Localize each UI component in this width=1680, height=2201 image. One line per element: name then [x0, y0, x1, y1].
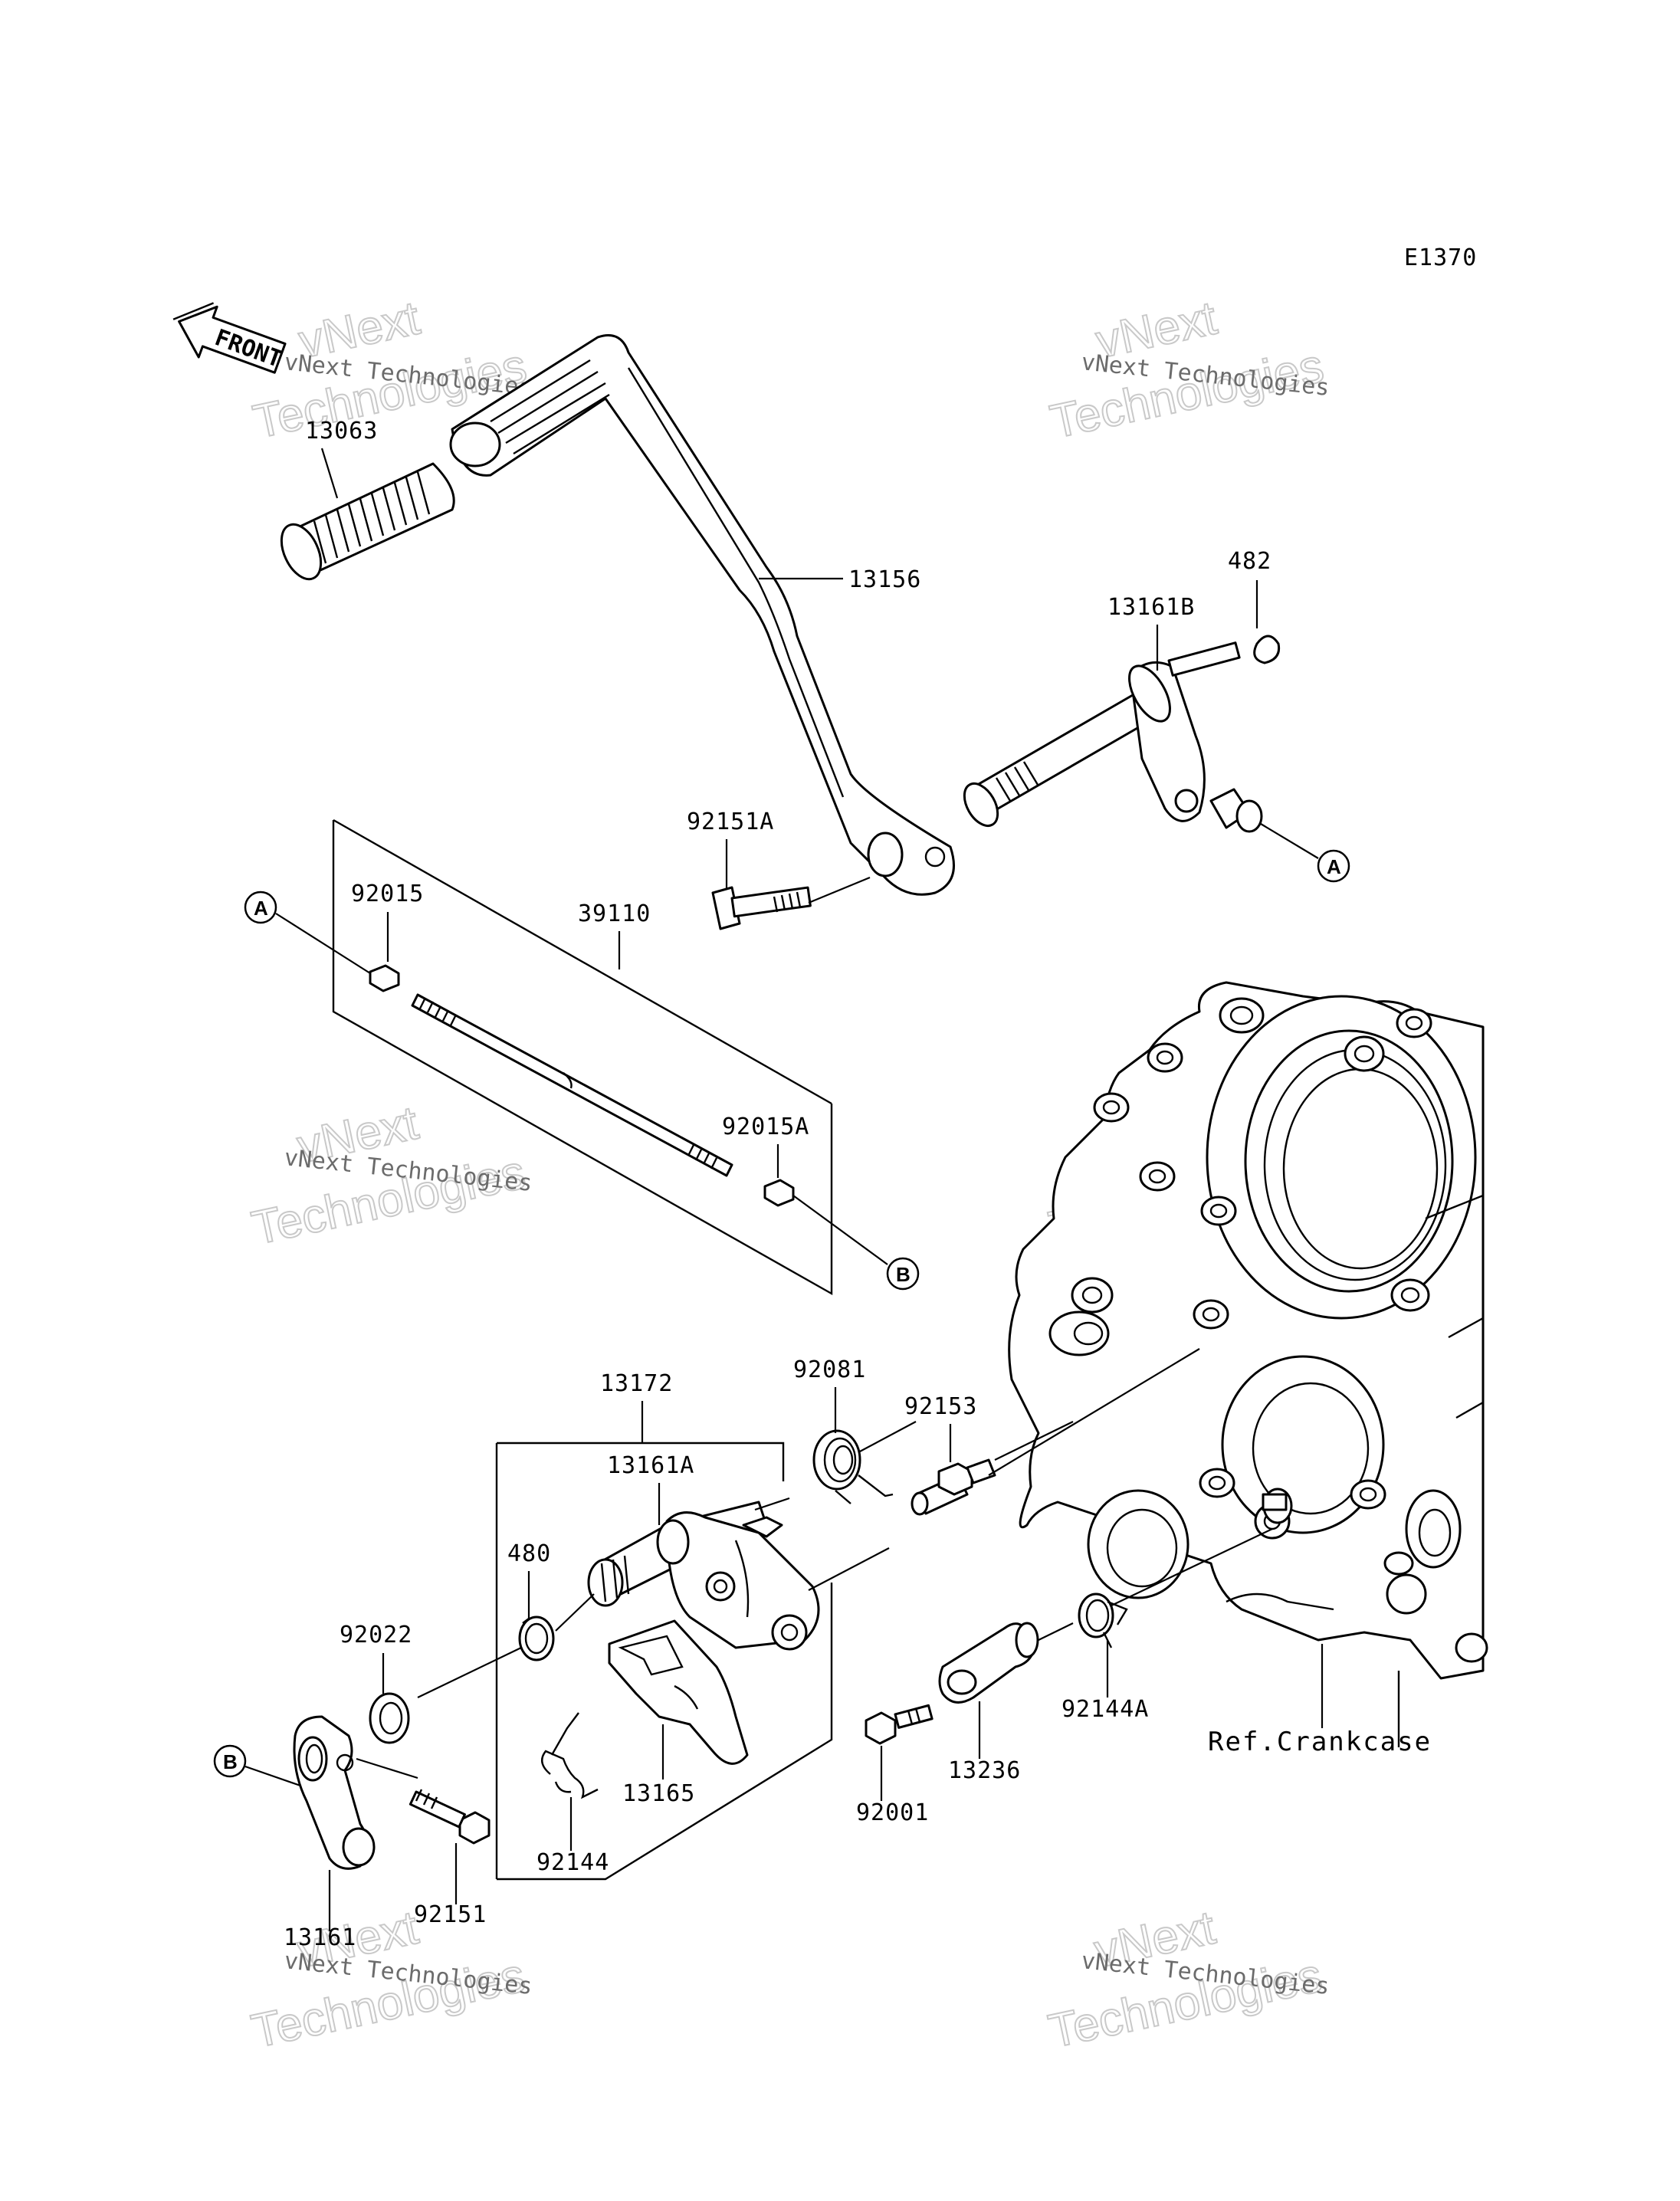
washer-92022 [369, 1692, 410, 1744]
svg-text:A: A [1327, 855, 1341, 878]
svg-text:A: A [254, 897, 268, 920]
part-label-92153: 92153 [904, 1393, 977, 1420]
svg-text:B: B [896, 1263, 911, 1286]
ratchet-pawl-13165 [608, 1619, 749, 1765]
part-label-13063: 13063 [305, 418, 378, 444]
part-label-13161B: 13161B [1107, 594, 1195, 621]
part-label-13156: 13156 [848, 566, 921, 593]
part-label-92151A: 92151A [687, 809, 774, 835]
assembly-box-13172 [495, 1442, 833, 1881]
front-arrow-icon: FRONT [172, 302, 287, 374]
tie-rod-box-39110 [332, 818, 833, 1296]
part-label-92144: 92144 [536, 1849, 609, 1876]
part-label-92015: 92015 [351, 881, 424, 907]
diagram-code: E1370 [1404, 244, 1477, 271]
part-label-13165: 13165 [622, 1780, 695, 1807]
part-label-92022: 92022 [340, 1622, 412, 1648]
ref-crankcase-label: Ref.Crankcase [1208, 1727, 1432, 1757]
part-label-13236: 13236 [948, 1757, 1021, 1784]
shift-shaft-13161A [587, 1501, 820, 1651]
shift-arm-13161 [293, 1715, 376, 1870]
shift-pedal-13156 [449, 334, 955, 896]
shift-lever-13236 [938, 1622, 1039, 1704]
bolt-92001 [865, 1704, 934, 1745]
callout-b-lower [213, 1744, 247, 1778]
part-label-480: 480 [507, 1540, 551, 1567]
part-label-13161: 13161 [284, 1924, 356, 1951]
part-label-92081: 92081 [793, 1356, 866, 1383]
nut-92015A [763, 1179, 795, 1207]
spring-92144 [541, 1712, 599, 1799]
callout-b-mid [886, 1257, 920, 1291]
callout-a-right [1317, 849, 1350, 883]
part-label-482: 482 [1228, 548, 1271, 575]
bolt-92151A [711, 886, 812, 930]
clip-482 [1253, 635, 1281, 664]
part-label-92001: 92001 [856, 1799, 929, 1826]
part-label-13161A: 13161A [607, 1452, 694, 1479]
svg-text:B: B [223, 1750, 238, 1773]
callout-a-left [244, 891, 277, 924]
bolt-92151 [409, 1789, 491, 1845]
part-label-39110: 39110 [578, 900, 651, 927]
part-label-13172: 13172 [600, 1370, 673, 1397]
circlip-480 [518, 1615, 555, 1661]
crankcase [1008, 981, 1488, 1747]
stopper-pin-92153 [911, 1458, 996, 1516]
part-label-92144A: 92144A [1061, 1696, 1149, 1723]
part-label-92151: 92151 [414, 1901, 487, 1928]
nut-92015 [369, 964, 400, 992]
return-spring-92081 [812, 1429, 894, 1504]
part-label-92015A: 92015A [722, 1114, 809, 1140]
tie-rod [411, 993, 733, 1177]
spring-92144A [1078, 1593, 1128, 1648]
shift-shaft-13161B [963, 641, 1263, 833]
pedal-rubber-13063 [280, 462, 455, 581]
